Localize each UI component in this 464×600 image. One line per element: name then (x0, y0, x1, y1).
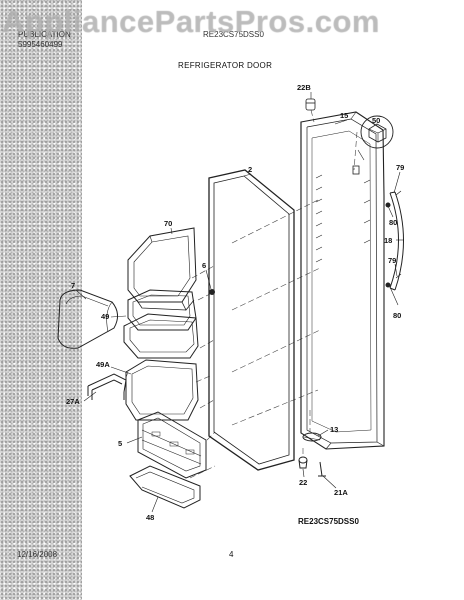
part-48-bin-rail (129, 465, 201, 509)
callout-15: 15 (340, 111, 348, 120)
door-outer (300, 111, 385, 450)
diagram-title: REFRIGERATOR DOOR (178, 61, 273, 70)
callout-22: 22 (299, 478, 307, 487)
part-6-screw (209, 289, 215, 295)
callout-7: 7 (71, 281, 75, 290)
speckled-margin (0, 0, 82, 600)
callout-50: 50 (372, 116, 380, 125)
model-code: RE23CS75DSS0 (298, 517, 359, 526)
part-49-door-bin (123, 289, 199, 359)
callout-79-upper: 79 (396, 163, 404, 172)
callout-70: 70 (164, 219, 172, 228)
door-gasket (208, 169, 295, 471)
part-22b-plug (305, 98, 316, 111)
callout-18: 18 (384, 236, 392, 245)
page-number: 4 (229, 550, 234, 559)
leader-lines (75, 92, 404, 513)
callout-48: 48 (146, 513, 154, 522)
part-27a-retainer (87, 373, 127, 400)
part-22-bushing (298, 456, 308, 469)
callout-22b: 22B (297, 83, 311, 92)
part-13-hinge (302, 432, 322, 442)
part-50-detail-circle (360, 115, 394, 149)
callout-6: 6 (202, 261, 206, 270)
callout-80-upper: 80 (389, 218, 397, 227)
footer-date: 12/16/2008 (17, 550, 58, 559)
callout-49a: 49A (96, 360, 110, 369)
callout-13: 13 (330, 425, 338, 434)
callout-5: 5 (118, 439, 122, 448)
callout-27a: 27A (66, 397, 80, 406)
header-model: RE23CS75DSS0 (203, 30, 264, 39)
callout-2: 2 (248, 165, 252, 174)
part-7-cover (57, 289, 118, 349)
callout-21a: 21A (334, 488, 348, 497)
publication-label: PUBLICATION (18, 30, 71, 39)
callout-labels: 22B 15 50 2 79 80 18 79 80 70 6 7 49 49A… (66, 83, 404, 522)
part-21a-pin (318, 461, 326, 477)
explode-lines (124, 109, 358, 479)
callout-79-lower: 79 (388, 256, 396, 265)
part-5-shelf-frame (137, 411, 207, 479)
callout-49: 49 (101, 312, 109, 321)
callout-80-lower: 80 (393, 311, 401, 320)
part-70-dairy-bin (127, 227, 197, 311)
part-49a-door-bin (125, 359, 199, 421)
publication-number: 5995460499 (18, 40, 63, 49)
